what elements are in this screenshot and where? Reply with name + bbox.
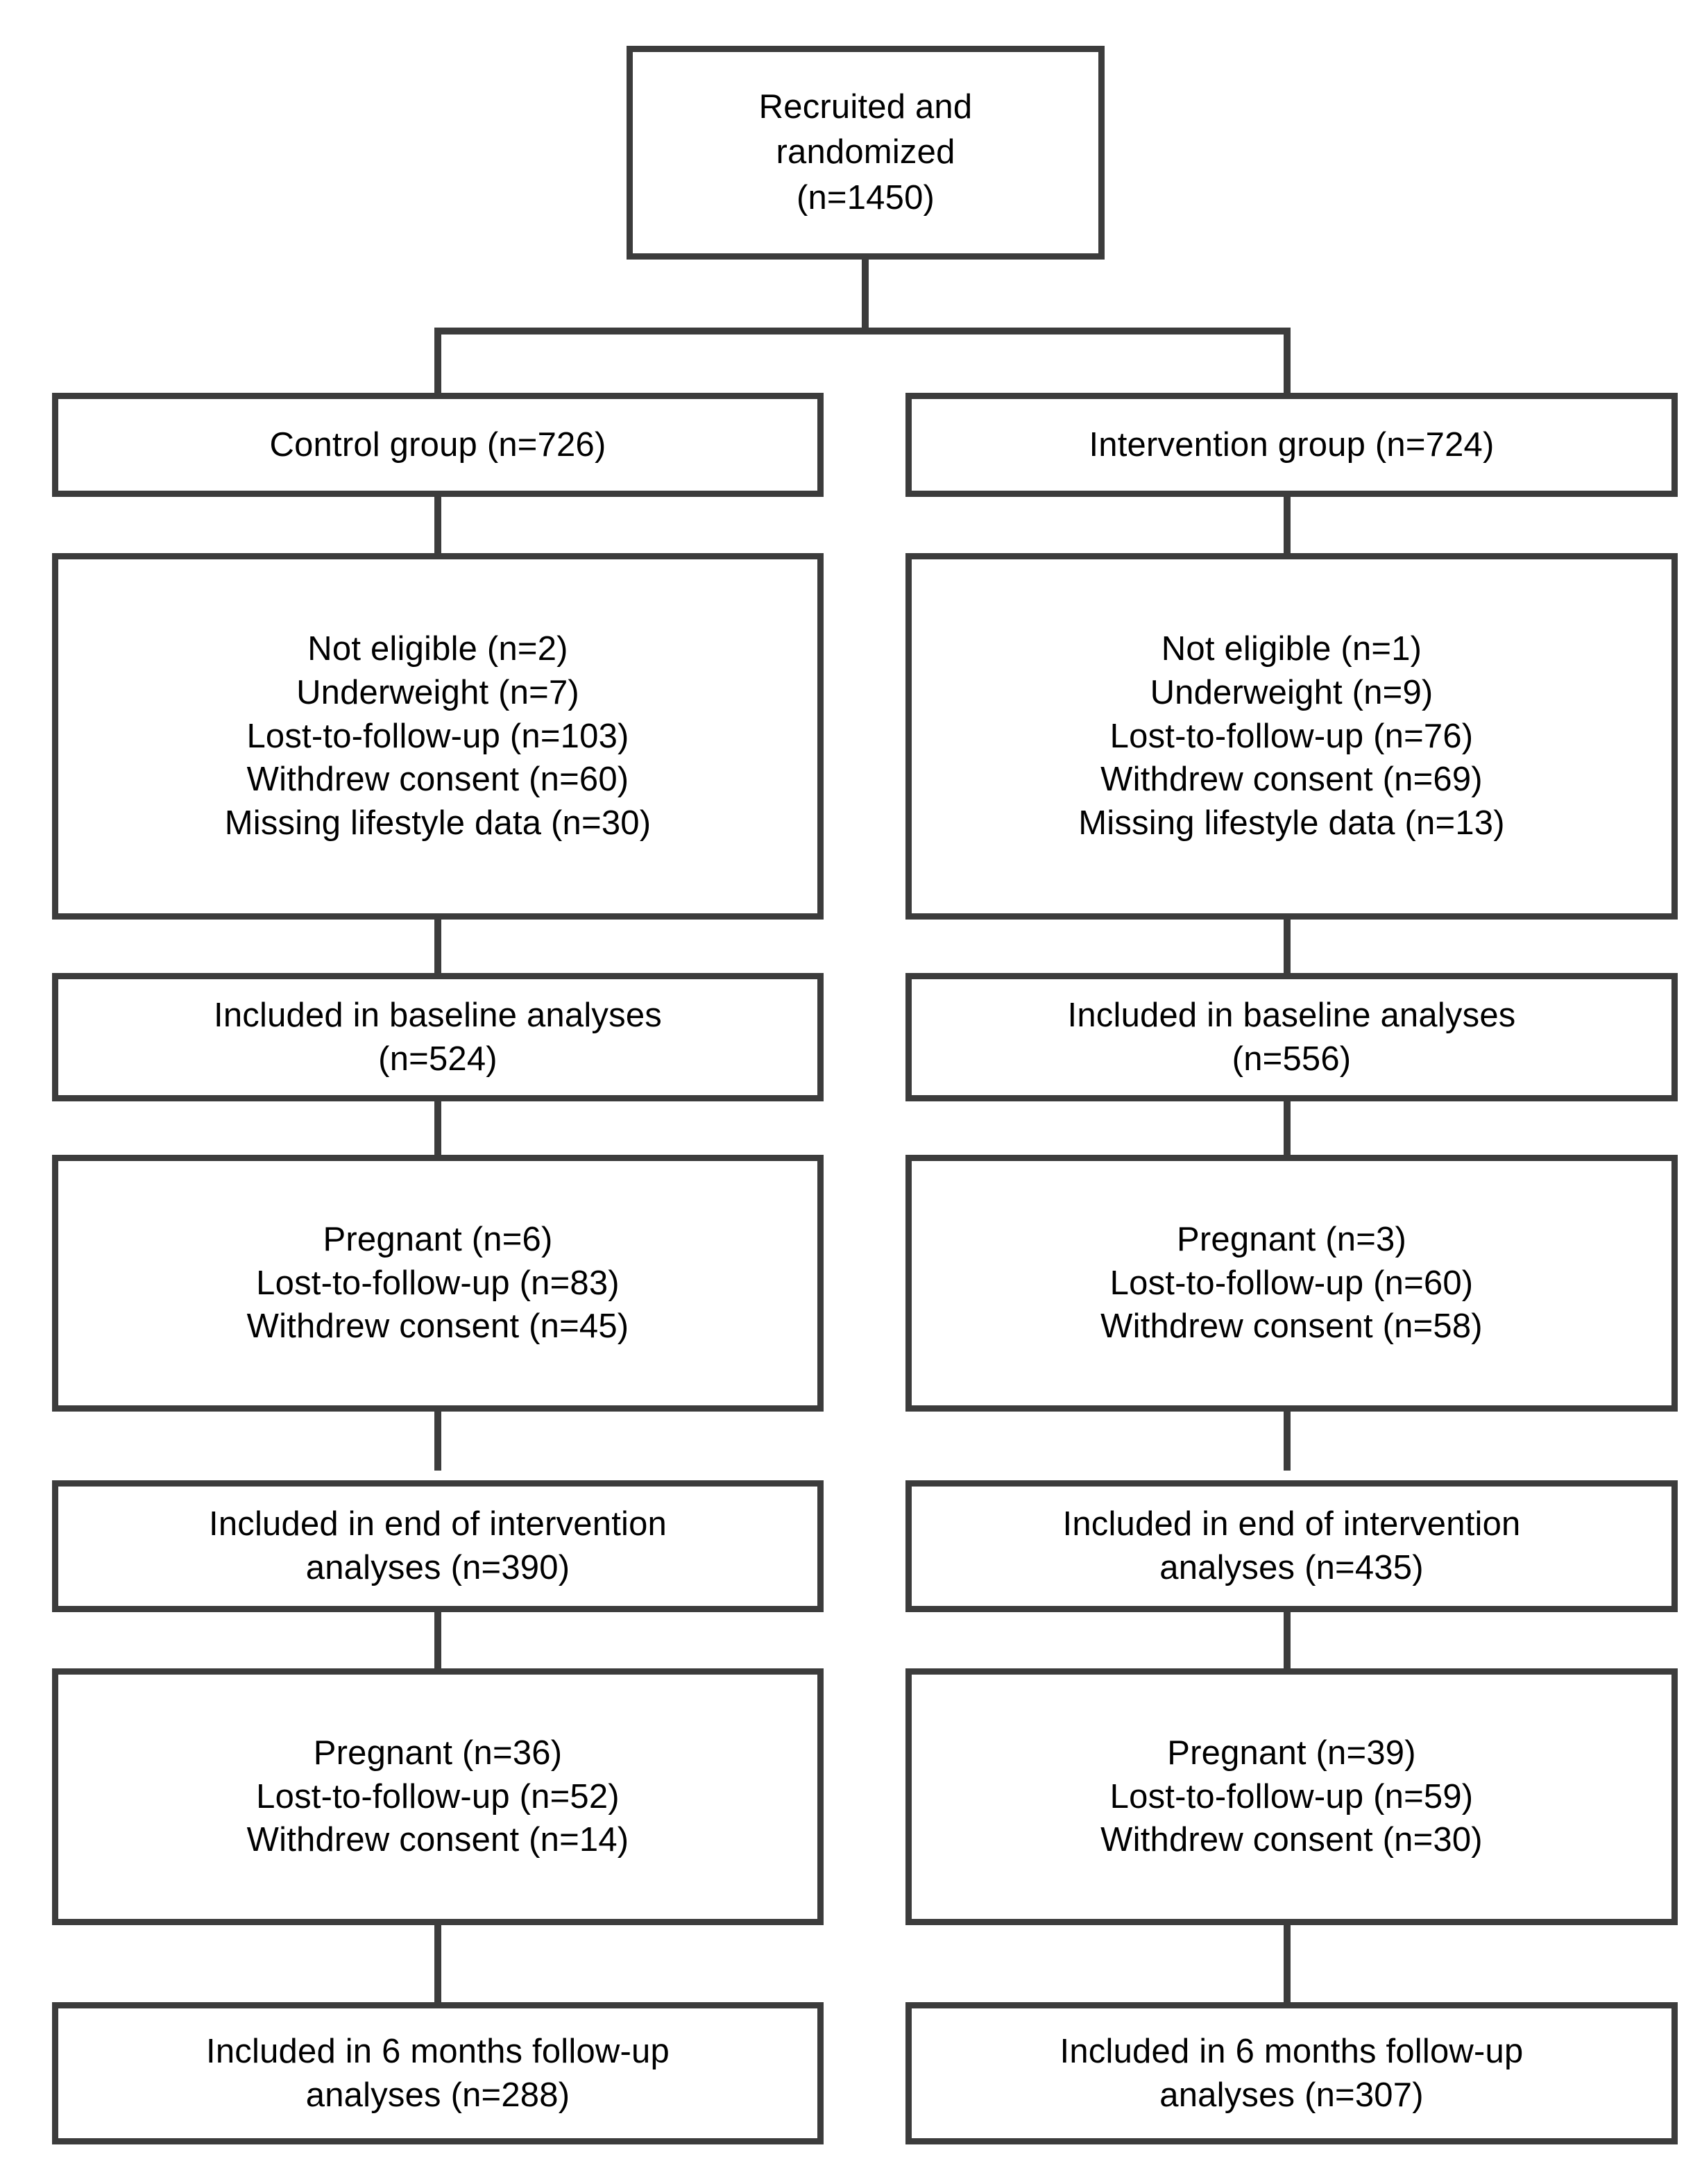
node-line: Included in 6 months follow-up xyxy=(206,2032,670,2070)
connector-root-down xyxy=(862,260,869,332)
connector-intervention-dropouts2-to-followup xyxy=(1284,1925,1291,2005)
node-line: Withdrew consent (n=45) xyxy=(246,1307,629,1346)
node-control-exclusions-followup: Pregnant (n=36) Lost-to-follow-up (n=52)… xyxy=(52,1668,824,1925)
connector-control-baseline-to-dropouts xyxy=(434,1101,441,1160)
node-line: Included in end of intervention xyxy=(209,1505,667,1543)
node-line: Withdrew consent (n=30) xyxy=(1100,1821,1483,1859)
node-control-baseline-analyses: Included in baseline analyses (n=524) xyxy=(52,973,824,1101)
node-intervention-followup-analyses: Included in 6 months follow-up analyses … xyxy=(905,2002,1678,2144)
connector-control-dropouts-to-endofintervention xyxy=(434,1412,441,1471)
connector-intervention-baseline-to-dropouts xyxy=(1284,1101,1291,1160)
node-intervention-end-of-intervention-analyses: Included in end of intervention analyses… xyxy=(905,1480,1678,1612)
node-intervention-exclusions-intervention: Pregnant (n=3) Lost-to-follow-up (n=60) … xyxy=(905,1155,1678,1412)
node-intervention-exclusions-baseline: Not eligible (n=1) Underweight (n=9) Los… xyxy=(905,553,1678,920)
node-line: Recruited and xyxy=(758,87,973,126)
node-intervention-group-header: Intervention group (n=724) xyxy=(905,393,1678,497)
node-line: (n=1450) xyxy=(796,178,935,217)
node-line: Lost-to-follow-up (n=103) xyxy=(246,717,629,755)
node-control-end-of-intervention-analyses: Included in end of intervention analyses… xyxy=(52,1480,824,1612)
node-intervention-exclusions-followup: Pregnant (n=39) Lost-to-follow-up (n=59)… xyxy=(905,1668,1678,1925)
node-line: randomized xyxy=(776,133,955,171)
node-line: analyses (n=288) xyxy=(305,2076,570,2114)
node-line: Lost-to-follow-up (n=60) xyxy=(1109,1264,1474,1302)
connector-intervention-exclusions-to-baseline xyxy=(1284,920,1291,979)
node-line: Underweight (n=7) xyxy=(296,673,579,711)
node-line: analyses (n=307) xyxy=(1159,2076,1424,2114)
node-line: (n=524) xyxy=(378,1040,497,1078)
node-line: Pregnant (n=6) xyxy=(323,1220,553,1258)
connector-split-horizontal xyxy=(434,328,1291,335)
node-line: Withdrew consent (n=14) xyxy=(246,1821,629,1859)
node-line: Underweight (n=9) xyxy=(1150,673,1433,711)
node-control-group-header: Control group (n=726) xyxy=(52,393,824,497)
connector-control-dropouts2-to-followup xyxy=(434,1925,441,2005)
node-line: Pregnant (n=3) xyxy=(1176,1220,1407,1258)
node-line: (n=556) xyxy=(1232,1040,1352,1078)
node-line: Lost-to-follow-up (n=59) xyxy=(1109,1777,1474,1815)
node-line: Included in baseline analyses xyxy=(1067,996,1516,1034)
node-line: Included in end of intervention xyxy=(1062,1505,1521,1543)
node-line: Lost-to-follow-up (n=76) xyxy=(1109,717,1474,755)
connector-intervention-dropouts-to-endofintervention xyxy=(1284,1412,1291,1471)
node-line: Pregnant (n=36) xyxy=(313,1734,563,1772)
node-line: Missing lifestyle data (n=13) xyxy=(1078,804,1505,843)
node-line: Intervention group (n=724) xyxy=(1089,425,1495,464)
node-line: analyses (n=435) xyxy=(1159,1549,1424,1586)
node-line: Missing lifestyle data (n=30) xyxy=(224,804,652,843)
node-line: Control group (n=726) xyxy=(269,425,606,464)
node-intervention-baseline-analyses: Included in baseline analyses (n=556) xyxy=(905,973,1678,1101)
connector-split-left-down xyxy=(434,328,441,397)
connector-intervention-header-to-exclusions xyxy=(1284,497,1291,556)
node-line: Included in baseline analyses xyxy=(214,996,662,1034)
node-line: Pregnant (n=39) xyxy=(1167,1734,1416,1772)
node-line: analyses (n=390) xyxy=(305,1549,570,1586)
connector-control-exclusions-to-baseline xyxy=(434,920,441,979)
node-line: Withdrew consent (n=60) xyxy=(246,761,629,799)
connector-control-header-to-exclusions xyxy=(434,497,441,556)
node-recruited-randomized: Recruited and randomized (n=1450) xyxy=(627,46,1105,260)
connector-control-endofintervention-to-dropouts2 xyxy=(434,1612,441,1671)
node-line: Not eligible (n=2) xyxy=(307,630,568,668)
node-line: Not eligible (n=1) xyxy=(1161,630,1422,668)
node-line: Withdrew consent (n=69) xyxy=(1100,761,1483,799)
connector-split-right-down xyxy=(1284,328,1291,397)
node-line: Lost-to-follow-up (n=52) xyxy=(256,1777,620,1815)
node-control-exclusions-intervention: Pregnant (n=6) Lost-to-follow-up (n=83) … xyxy=(52,1155,824,1412)
node-line: Withdrew consent (n=58) xyxy=(1100,1307,1483,1346)
node-control-exclusions-baseline: Not eligible (n=2) Underweight (n=7) Los… xyxy=(52,553,824,920)
connector-intervention-endofintervention-to-dropouts2 xyxy=(1284,1612,1291,1671)
node-line: Lost-to-follow-up (n=83) xyxy=(256,1264,620,1302)
node-control-followup-analyses: Included in 6 months follow-up analyses … xyxy=(52,2002,824,2144)
node-line: Included in 6 months follow-up xyxy=(1060,2032,1524,2070)
